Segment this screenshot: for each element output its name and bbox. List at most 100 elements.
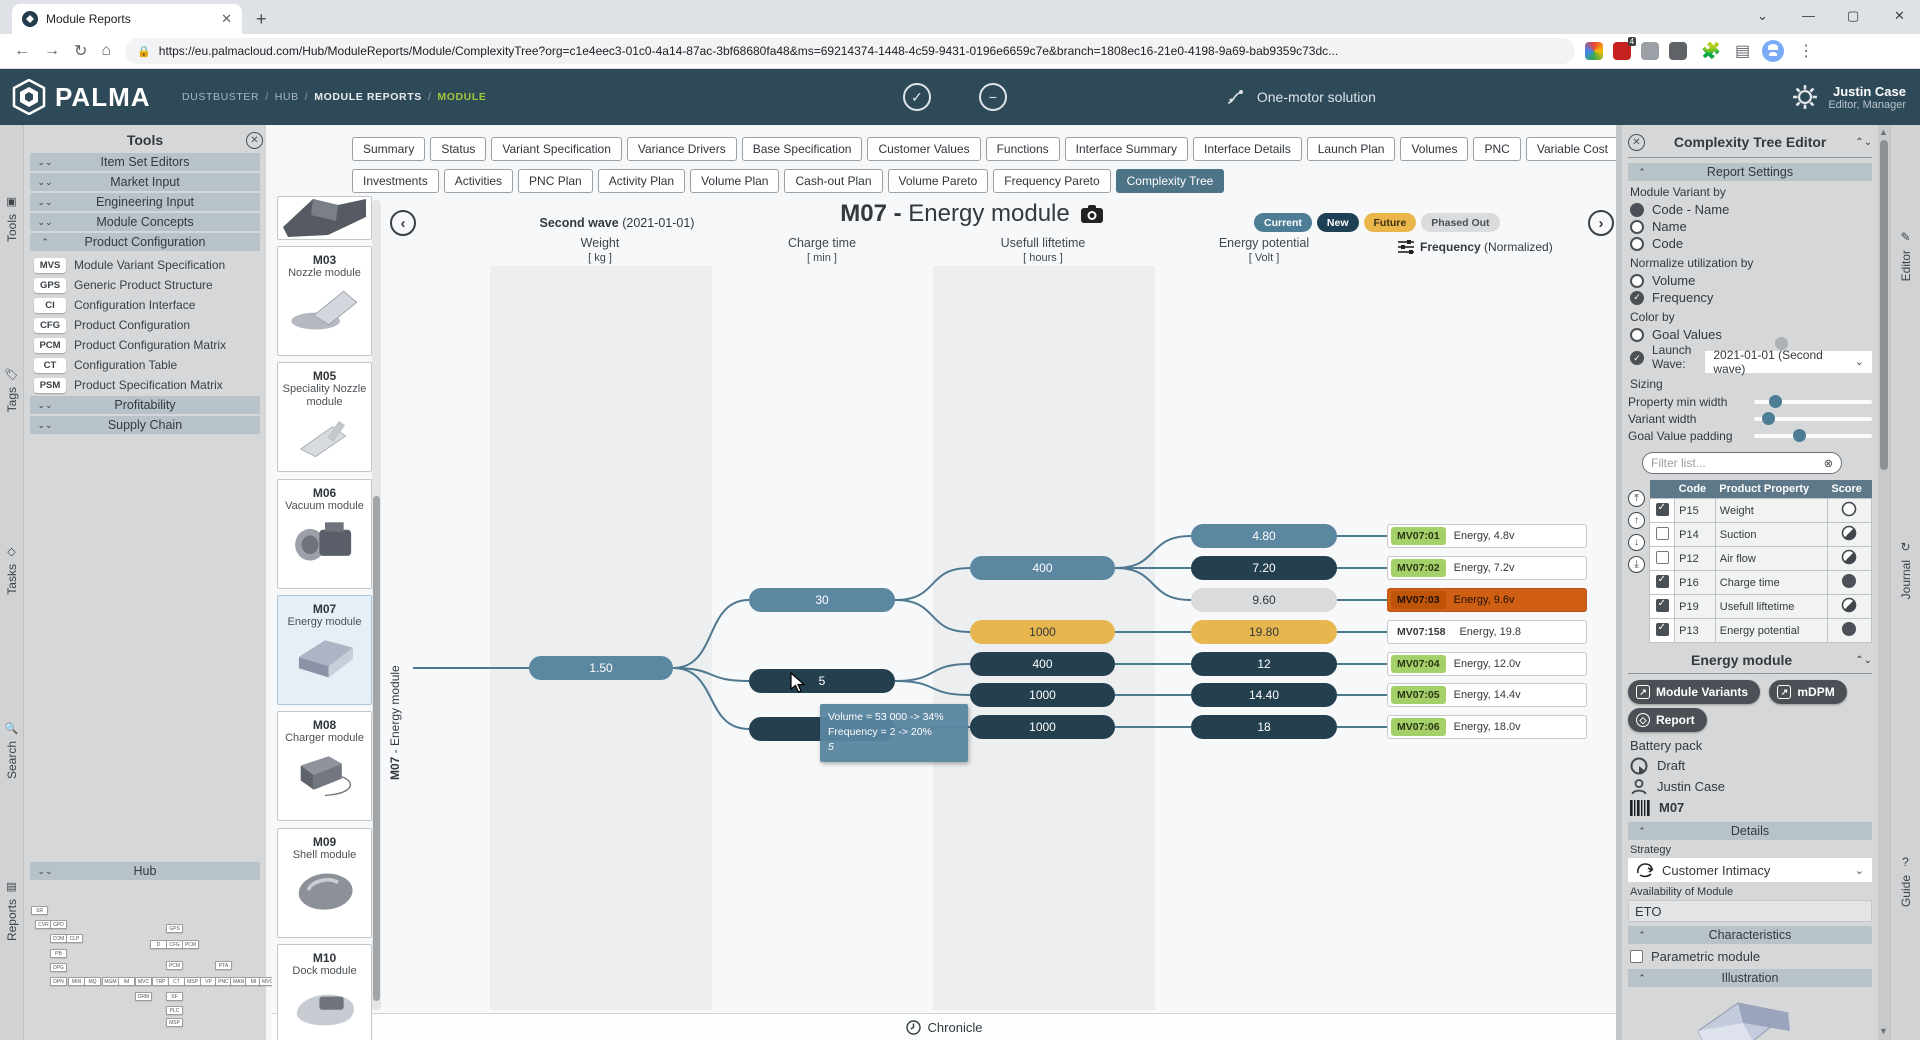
prev-wave-button[interactable]: ‹ xyxy=(390,210,416,236)
tree-node[interactable]: 1000 xyxy=(970,683,1115,707)
profile-avatar[interactable] xyxy=(1762,40,1785,62)
camera-icon[interactable] xyxy=(1080,204,1104,224)
tools-panel-close-icon[interactable]: ✕ xyxy=(246,132,263,149)
home-icon[interactable]: ⌂ xyxy=(101,42,112,59)
tab-launch-plan[interactable]: Launch Plan xyxy=(1306,137,1396,161)
solution-selector[interactable]: One-motor solution xyxy=(1227,89,1376,105)
hub-node-dpn[interactable]: DPN xyxy=(50,977,67,986)
tab-pnc[interactable]: PNC xyxy=(1473,137,1521,161)
hub-node-clp[interactable]: CLP xyxy=(66,934,83,943)
hub-node-plc[interactable]: PLC xyxy=(166,1006,183,1015)
window-minimize-button[interactable]: — xyxy=(1802,8,1815,23)
slider-goal-value-padding[interactable]: Goal Value padding xyxy=(1628,427,1872,444)
property-checkbox[interactable] xyxy=(1655,526,1669,540)
tree-node[interactable]: 400 xyxy=(970,652,1115,676)
accordion-item-set-editors[interactable]: ⌄⌄Item Set Editors xyxy=(30,153,260,171)
hub-node-gpd[interactable]: GPD xyxy=(50,920,67,929)
slider-property-min-width[interactable]: Property min width xyxy=(1628,393,1872,410)
hub-node-msp[interactable]: MSP xyxy=(166,1018,183,1027)
property-checkbox[interactable] xyxy=(1655,622,1669,636)
sidebar-tab-journal[interactable]: ↻Journal xyxy=(1898,540,1913,600)
filter-input[interactable]: Filter list... ⊗ xyxy=(1642,452,1842,474)
parametric-module-option[interactable]: Parametric module xyxy=(1630,948,1872,965)
remove-minus-icon[interactable]: − xyxy=(978,83,1007,111)
property-checkbox[interactable] xyxy=(1655,502,1669,516)
reload-icon[interactable]: ↻ xyxy=(74,43,88,60)
sidebar-tab-tools[interactable]: ▣Tools xyxy=(4,196,19,243)
sidebar-tab-editor[interactable]: ✎Editor xyxy=(1898,230,1913,282)
slider-track[interactable] xyxy=(1754,411,1872,425)
extension-dark-icon[interactable] xyxy=(1669,42,1688,60)
module-variants-button[interactable]: ↗Module Variants xyxy=(1628,680,1761,704)
option-volume[interactable]: Volume xyxy=(1630,272,1872,289)
chronicle-bar[interactable]: Chronicle xyxy=(272,1013,1616,1040)
option-goal-values[interactable]: Goal Values xyxy=(1630,326,1872,343)
module-list-scroll-thumb[interactable] xyxy=(373,496,380,1001)
tab-variance-drivers[interactable]: Variance Drivers xyxy=(626,137,737,161)
approve-check-icon[interactable]: ✓ xyxy=(902,83,931,111)
property-checkbox[interactable] xyxy=(1655,574,1669,588)
accordion-engineering-input[interactable]: ⌄⌄Engineering Input xyxy=(30,193,260,211)
hub-node-mq[interactable]: MQ xyxy=(84,977,101,986)
strategy-dropdown[interactable]: Customer Intimacy ⌄ xyxy=(1628,858,1872,882)
badge-new[interactable]: New xyxy=(1316,213,1359,232)
tab-cash-out-plan[interactable]: Cash-out Plan xyxy=(784,169,883,193)
accordion-module-concepts[interactable]: ⌄⌄Module Concepts xyxy=(30,213,260,231)
hub-node-pcm[interactable]: PCM xyxy=(166,961,183,970)
breadcrumb-item[interactable]: DUSTBUSTER xyxy=(182,91,260,103)
module-card-partial[interactable] xyxy=(277,196,372,240)
option-code-name[interactable]: Code - Name xyxy=(1630,201,1872,218)
option-name[interactable]: Name xyxy=(1630,218,1872,235)
tab-functions[interactable]: Functions xyxy=(985,137,1060,161)
tab-search-icon[interactable]: ⌄ xyxy=(1757,8,1768,23)
breadcrumb-item[interactable]: MODULE xyxy=(437,91,487,103)
tab-frequency-pareto[interactable]: Frequency Pareto xyxy=(993,169,1111,193)
tree-node[interactable]: 4.80 xyxy=(1191,524,1337,548)
slider-track[interactable] xyxy=(1754,428,1872,442)
radio-button[interactable] xyxy=(1630,202,1644,217)
browser-menu-kebab-icon[interactable]: ⋮ xyxy=(1798,43,1815,60)
tree-node[interactable]: 5 xyxy=(749,669,895,693)
accordion-supply-chain[interactable]: ⌄⌄Supply Chain xyxy=(30,416,260,434)
tree-node[interactable]: 18 xyxy=(1191,715,1337,739)
browser-tab[interactable]: Module Reports ✕ xyxy=(12,4,242,34)
tree-node[interactable]: 19.80 xyxy=(1191,620,1337,644)
sidepanel-icon[interactable]: ▤ xyxy=(1735,43,1751,60)
collapse-module-icon[interactable]: ⌃⌄ xyxy=(1855,654,1872,666)
badge-future[interactable]: Future xyxy=(1363,213,1417,232)
tab-interface-summary[interactable]: Interface Summary xyxy=(1064,137,1188,161)
window-maximize-button[interactable]: ▢ xyxy=(1847,8,1860,23)
details-bar[interactable]: ⌃ Details xyxy=(1628,822,1872,840)
editor-scroll-thumb[interactable] xyxy=(1880,140,1888,470)
tab-summary[interactable]: Summary xyxy=(352,137,426,161)
hub-node-cfg[interactable]: CFG xyxy=(166,940,183,949)
hub-node-drm[interactable]: DRM xyxy=(135,992,152,1001)
hub-node-d[interactable]: D xyxy=(150,940,167,949)
hub-node-im[interactable]: IM xyxy=(118,977,135,986)
tab-pnc-plan[interactable]: PNC Plan xyxy=(518,169,593,193)
clear-filter-icon[interactable]: ⊗ xyxy=(1823,457,1833,470)
user-menu[interactable]: Justin Case Editor, Manager xyxy=(1792,84,1906,111)
tab-customer-values[interactable]: Customer Values xyxy=(867,137,981,161)
tab-interface-details[interactable]: Interface Details xyxy=(1193,137,1302,161)
tree-node[interactable]: 12 xyxy=(1191,652,1337,676)
tab-activity-plan[interactable]: Activity Plan xyxy=(597,169,686,193)
tab-close-icon[interactable]: ✕ xyxy=(221,11,232,26)
hub-section-bar[interactable]: ⌄⌄ Hub xyxy=(30,862,260,880)
move-down-button[interactable]: ↓ xyxy=(1628,534,1645,551)
sidebar-tab-tasks[interactable]: ◇Tasks xyxy=(4,546,19,595)
option-code[interactable]: Code xyxy=(1630,235,1872,252)
slider-variant-width[interactable]: Variant width xyxy=(1628,410,1872,427)
